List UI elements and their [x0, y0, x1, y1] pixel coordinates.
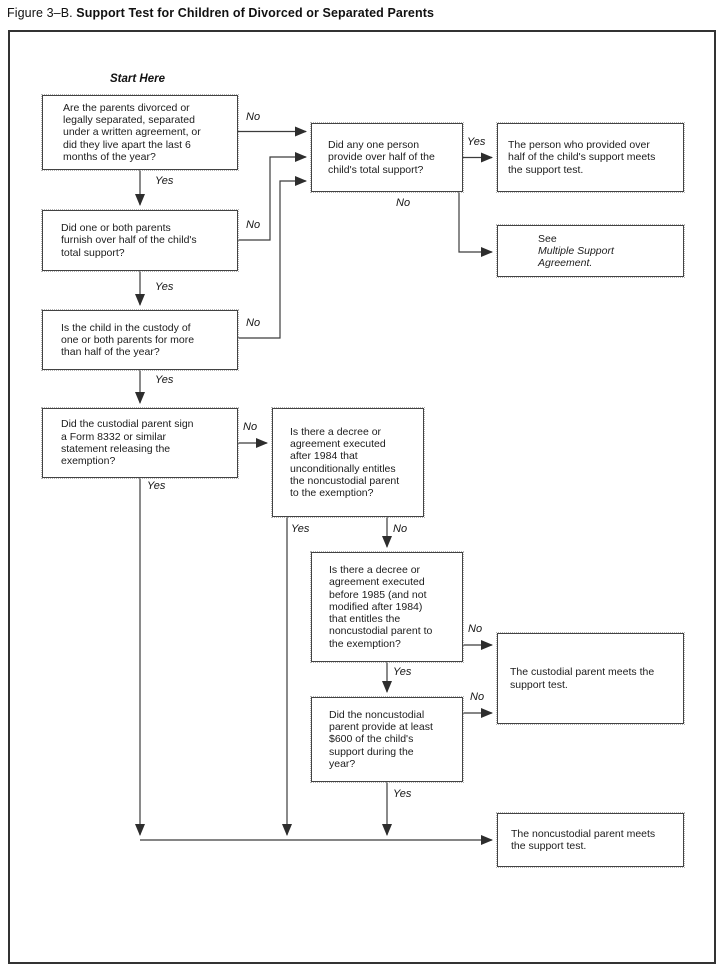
- question-600-support-box: Did the noncustodial parent provide at l…: [310, 696, 464, 783]
- question-divorced-box: Are the parents divorced or legally sepa…: [41, 94, 239, 171]
- outcome-noncustodial-box: The noncustodial parent meets the suppor…: [496, 812, 685, 868]
- figure-number: Figure 3–B.: [7, 6, 73, 20]
- outcome-multiple-support-prefix: See: [538, 232, 557, 245]
- question-parents-half-support-text: Did one or both parents furnish over hal…: [61, 222, 197, 259]
- question-600-support-text: Did the noncustodial parent provide at l…: [329, 708, 433, 770]
- label-q1-no: No: [246, 111, 261, 123]
- question-decree-after-1984-text: Is there a decree or agreement executed …: [290, 425, 400, 500]
- question-custody-text: Is the child in the custody of one or bo…: [61, 321, 195, 359]
- label-q5-no: No: [396, 197, 411, 209]
- question-divorced-text: Are the parents divorced or legally sepa…: [63, 101, 201, 163]
- question-any-one-person-box: Did any one person provide over half of …: [310, 122, 464, 193]
- question-form-8332-box: Did the custodial parent sign a Form 833…: [41, 407, 239, 479]
- label-q8-yes: Yes: [393, 788, 412, 800]
- question-decree-before-1985-box: Is there a decree or agreement executed …: [310, 551, 464, 663]
- question-custody-box: Is the child in the custody of one or bo…: [41, 309, 239, 371]
- label-q4-no: No: [243, 421, 258, 433]
- outcome-multiple-support-text: See Multiple Support Agreement.: [538, 233, 614, 270]
- question-parents-half-support-box: Did one or both parents furnish over hal…: [41, 209, 239, 272]
- label-q2-no: No: [246, 219, 261, 231]
- label-q7-no: No: [468, 623, 483, 635]
- label-q1-yes: Yes: [155, 175, 174, 187]
- question-decree-before-1985-text: Is there a decree or agreement executed …: [329, 563, 433, 650]
- outcome-person-provided-text: The person who provided over half of the…: [508, 139, 656, 176]
- start-here-label: Start Here: [110, 73, 165, 85]
- question-form-8332-text: Did the custodial parent sign a Form 833…: [61, 418, 194, 468]
- outcome-multiple-support-box: See Multiple Support Agreement.: [496, 224, 685, 278]
- outcome-noncustodial-text: The noncustodial parent meets the suppor…: [511, 827, 656, 852]
- label-q7-yes: Yes: [393, 666, 412, 678]
- outcome-custodial-text: The custodial parent meets the support t…: [510, 666, 655, 691]
- label-q2-yes: Yes: [155, 281, 174, 293]
- label-q8-no: No: [470, 691, 485, 703]
- label-q4-yes: Yes: [147, 480, 166, 492]
- label-q3-no: No: [246, 317, 261, 329]
- label-q6-no: No: [393, 523, 408, 535]
- figure-name: Support Test for Children of Divorced or…: [76, 6, 435, 20]
- question-decree-after-1984-box: Is there a decree or agreement executed …: [271, 407, 425, 518]
- figure-frame: [8, 30, 716, 964]
- question-any-one-person-text: Did any one person provide over half of …: [328, 139, 435, 176]
- outcome-multiple-support-term: Multiple Support Agreement.: [538, 244, 614, 270]
- label-q5-yes: Yes: [467, 136, 486, 148]
- label-q3-yes: Yes: [155, 374, 174, 386]
- outcome-custodial-box: The custodial parent meets the support t…: [496, 632, 685, 725]
- figure-title: Figure 3–B. Support Test for Children of…: [7, 6, 434, 20]
- label-q6-yes: Yes: [291, 523, 310, 535]
- outcome-person-provided-box: The person who provided over half of the…: [496, 122, 685, 193]
